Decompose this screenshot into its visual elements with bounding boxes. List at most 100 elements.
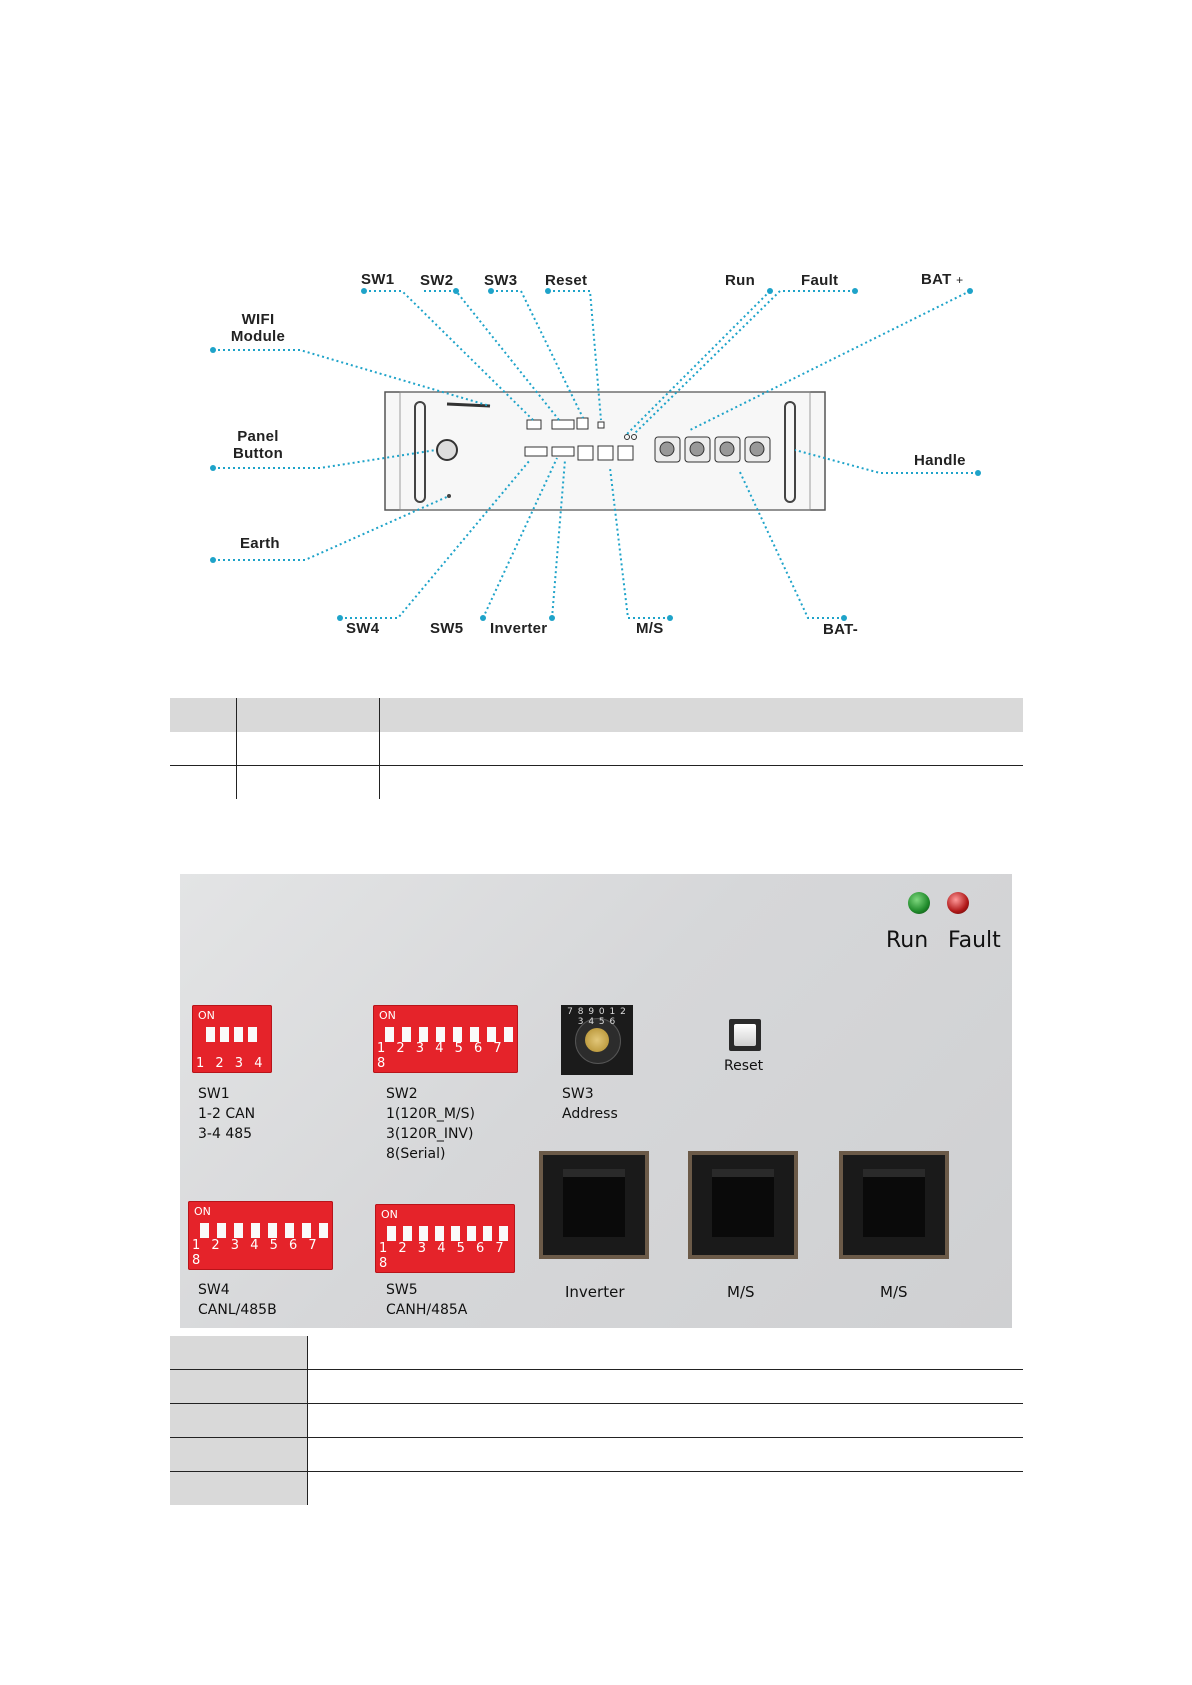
- sw2-on-label: ON: [379, 1009, 396, 1022]
- sw2-dip-switch[interactable]: ON 1 2 3 4 5 6 7 8: [373, 1005, 518, 1073]
- panel-button-icon: [436, 439, 458, 461]
- table-row: [170, 1369, 1023, 1404]
- sw4-dip-switch[interactable]: ON 1 2 3 4 5 6 7 8: [188, 1201, 333, 1270]
- inverter-port-label: Inverter: [565, 1283, 625, 1301]
- table-cell: [307, 1336, 1023, 1370]
- sw2-line3: 8(Serial): [386, 1146, 446, 1162]
- port-table: [170, 698, 1023, 799]
- table-cell: [308, 1472, 1024, 1506]
- battery-device: [384, 391, 826, 511]
- label-panel-line1: Panel: [237, 428, 279, 445]
- table-cell: [236, 765, 380, 799]
- table-row: [170, 765, 1024, 800]
- sw4-line1: CANL/485B: [198, 1302, 277, 1318]
- fault-label: Fault: [948, 928, 1001, 953]
- label-sw3: SW3: [484, 272, 518, 289]
- leader-lines: [210, 288, 981, 621]
- label-reset: Reset: [545, 272, 588, 289]
- sw5-caption: SW5 CANH/485A: [386, 1280, 467, 1320]
- label-sw1: SW1: [361, 271, 395, 288]
- sw1-on-label: ON: [198, 1009, 215, 1022]
- table-cell: [170, 1437, 308, 1472]
- label-ms: M/S: [636, 620, 664, 637]
- sw1-line1: 1-2 CAN: [198, 1106, 256, 1122]
- table-row: [170, 1471, 1024, 1506]
- sw5-dip-switch[interactable]: ON 1 2 3 4 5 6 7 8: [375, 1204, 515, 1273]
- sw1-caption: SW1 1-2 CAN 3-4 485: [198, 1084, 255, 1144]
- label-bat-plus-text: BAT: [921, 271, 952, 288]
- reset-label: Reset: [724, 1058, 764, 1074]
- table-cell: [307, 1369, 1023, 1404]
- label-panel-button: Panel Button: [226, 428, 290, 462]
- sw1-dip-switch[interactable]: ON 1 2 3 4: [192, 1005, 272, 1073]
- table-cell: [170, 732, 237, 766]
- ms-port-1-label: M/S: [727, 1283, 755, 1301]
- sw3-dial-icon: [585, 1028, 609, 1052]
- label-inverter: Inverter: [490, 620, 548, 637]
- sw3-dial-numbers: 7 8 9 0 1 2 3 4 5 6: [567, 1007, 627, 1027]
- label-sw4: SW4: [346, 620, 380, 637]
- earth-icon: [447, 494, 451, 498]
- table-cell: [307, 1403, 1023, 1438]
- label-sw5: SW5: [430, 620, 464, 637]
- sw1-numbers: 1 2 3 4: [196, 1056, 266, 1071]
- sw5-numbers: 1 2 3 4 5 6 7 8: [379, 1241, 508, 1271]
- sw3-line1: Address: [562, 1106, 618, 1122]
- label-run: Run: [725, 272, 756, 289]
- fault-led-icon: [947, 892, 969, 914]
- table-cell: [379, 732, 1023, 766]
- table-row: [170, 1403, 1023, 1438]
- table-row: [170, 732, 1023, 766]
- table-row: [170, 1336, 1023, 1370]
- sw5-on-label: ON: [381, 1208, 398, 1221]
- table-header-row: [170, 698, 1023, 732]
- table-cell: [170, 1471, 308, 1505]
- table-cell: [307, 1437, 1023, 1472]
- table-cell: [170, 765, 237, 799]
- sw3-caption: SW3 Address: [562, 1084, 618, 1124]
- table-cell: [379, 698, 1023, 732]
- sw2-numbers: 1 2 3 4 5 6 7 8: [377, 1041, 506, 1071]
- label-sw2: SW2: [420, 272, 454, 289]
- table-cell: [236, 732, 380, 766]
- sw2-line1: 1(120R_M/S): [386, 1106, 475, 1122]
- label-earth: Earth: [240, 535, 280, 552]
- table-cell: [170, 1336, 308, 1370]
- label-panel-line2: Button: [232, 445, 284, 462]
- sw1-line2: 3-4 485: [198, 1126, 253, 1142]
- sw5-name: SW5: [386, 1282, 418, 1298]
- table-cell: [170, 1369, 308, 1404]
- label-wifi-line2: Module: [230, 328, 286, 345]
- run-label: Run: [886, 928, 929, 953]
- inverter-port[interactable]: [539, 1151, 649, 1259]
- sw4-caption: SW4 CANL/485B: [198, 1280, 277, 1320]
- label-wifi-line1: WIFI: [241, 311, 275, 328]
- table-cell: [380, 766, 1024, 800]
- label-wifi-module: WIFI Module: [226, 311, 290, 345]
- label-bat-plus: BAT +: [921, 271, 963, 289]
- label-bat-plus-sign: +: [956, 273, 964, 287]
- diagram-svg: .dl { stroke: #1ea3c9; stroke-width: 2; …: [210, 288, 981, 621]
- ms-port-2-label: M/S: [880, 1283, 908, 1301]
- sw1-name: SW1: [198, 1086, 230, 1102]
- label-bat-minus: BAT-: [823, 621, 859, 638]
- sw4-name: SW4: [198, 1282, 230, 1298]
- label-handle: Handle: [914, 452, 966, 469]
- label-fault: Fault: [801, 272, 839, 289]
- sw3-rotary-switch[interactable]: 7 8 9 0 1 2 3 4 5 6: [561, 1005, 633, 1075]
- interface-photo: Run Fault ON 1 2 3 4 SW1 1-2 CAN 3-4 485…: [180, 874, 1012, 1328]
- table-cell: [170, 698, 237, 732]
- sw5-line1: CANH/485A: [386, 1302, 468, 1318]
- ms-port-1[interactable]: [688, 1151, 798, 1259]
- interface-table: [170, 1336, 1023, 1505]
- table-row: [170, 1437, 1023, 1472]
- table-cell: [236, 698, 380, 732]
- sw2-name: SW2: [386, 1086, 418, 1102]
- ms-port-2[interactable]: [839, 1151, 949, 1259]
- sw4-numbers: 1 2 3 4 5 6 7 8: [192, 1238, 321, 1268]
- table-cell: [170, 1403, 308, 1438]
- sw2-caption: SW2 1(120R_M/S) 3(120R_INV) 8(Serial): [386, 1084, 475, 1164]
- sw4-on-label: ON: [194, 1205, 211, 1218]
- run-led-icon: [908, 892, 930, 914]
- reset-button[interactable]: [729, 1019, 761, 1051]
